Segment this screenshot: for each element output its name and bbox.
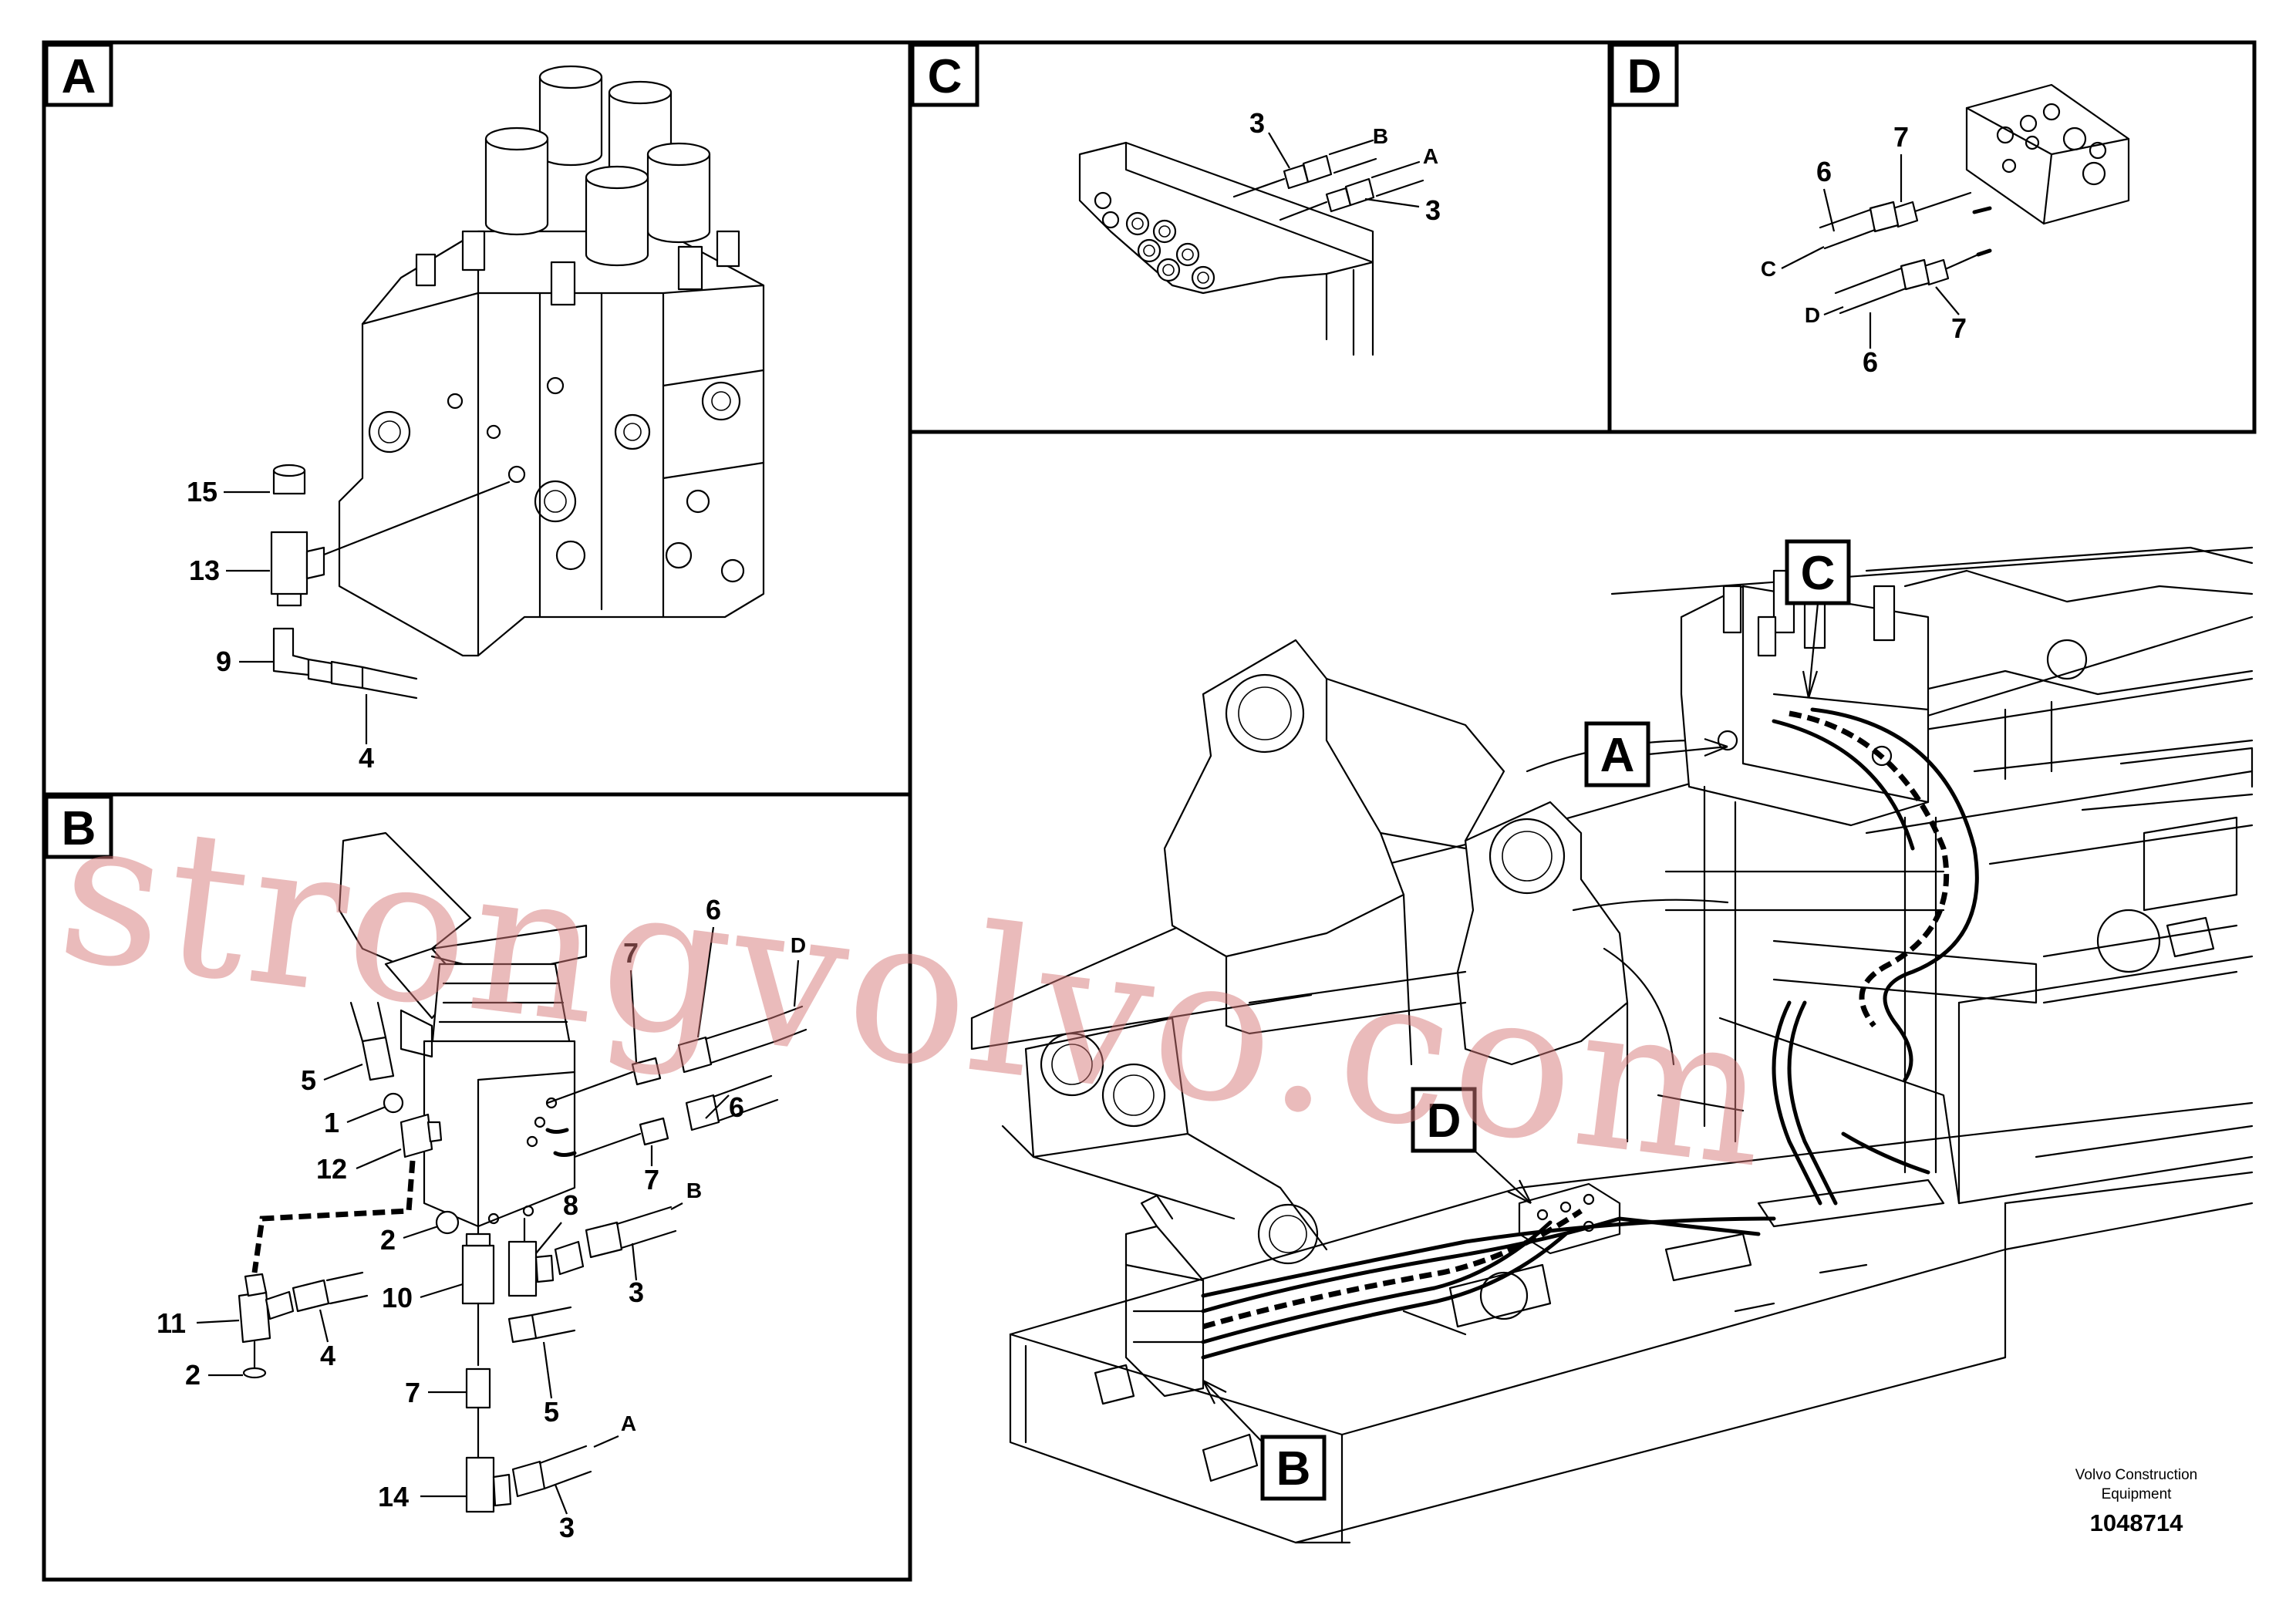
callout-b-2a: 2 — [380, 1224, 396, 1256]
callout-d-6b: 6 — [1863, 346, 1878, 378]
callout-b-2b: 2 — [185, 1359, 201, 1391]
callout-c-3b: 3 — [1425, 194, 1441, 226]
callout-c-ltr-a: A — [1423, 144, 1438, 168]
callout-b-7b: 7 — [644, 1164, 659, 1195]
overview-callout-b-text: B — [1276, 1442, 1311, 1496]
overview-callout-a-text: A — [1600, 729, 1635, 782]
callout-b-8: 8 — [563, 1189, 578, 1221]
panel-tag-d: D — [1610, 42, 1679, 107]
callout-b-6a: 6 — [706, 894, 721, 926]
callout-b-12: 12 — [316, 1153, 347, 1185]
callout-d-7a: 7 — [1893, 121, 1909, 153]
callout-d-6a: 6 — [1816, 156, 1832, 187]
callout-b-3a: 3 — [629, 1276, 644, 1308]
panel-tag-b-text: B — [62, 802, 96, 855]
callout-b-ltr-d: D — [791, 933, 806, 957]
callout-b-1: 1 — [324, 1107, 339, 1138]
callout-b-ltr-a: A — [621, 1411, 636, 1435]
overview-callout-c: C — [1785, 539, 1851, 699]
control-valve-drawing — [270, 65, 765, 700]
panel-b-frame — [42, 792, 912, 1582]
callout-b-5b: 5 — [544, 1396, 559, 1428]
callout-d-7b: 7 — [1951, 312, 1967, 344]
credit-line-1: Volvo Construction — [2075, 1467, 2197, 1483]
callout-a-9: 9 — [216, 646, 231, 677]
credit-line-2: Equipment — [2102, 1486, 2173, 1502]
panel-tag-c-text: C — [928, 50, 963, 103]
panel-d-frame — [1607, 40, 2257, 434]
overview-callout-d: D — [1411, 1087, 1532, 1204]
callout-b-4: 4 — [320, 1340, 335, 1371]
callout-b-10: 10 — [382, 1282, 413, 1313]
frame-overview-drawing — [970, 546, 2254, 1544]
callout-a-13: 13 — [189, 555, 220, 586]
callout-b-11: 11 — [157, 1307, 186, 1339]
pilot-valve-drawing — [238, 831, 807, 1513]
callout-c-3a: 3 — [1249, 107, 1265, 139]
panel-tag-a-text: A — [62, 50, 96, 103]
callout-b-5a: 5 — [301, 1064, 316, 1096]
callout-b-ltr-b: B — [686, 1179, 702, 1202]
callout-b-6b: 6 — [729, 1091, 744, 1123]
overview-callout-c-text: C — [1801, 547, 1836, 600]
callout-d-ltr-d: D — [1805, 303, 1820, 327]
overview-callout-a: A — [1584, 721, 1728, 787]
callout-b-7c: 7 — [405, 1377, 420, 1408]
callout-a-4: 4 — [359, 742, 374, 774]
callout-b-14: 14 — [378, 1481, 409, 1512]
panel-tag-b: B — [44, 794, 113, 859]
callout-b-3b: 3 — [559, 1512, 575, 1543]
panel-tag-c: C — [910, 42, 979, 107]
overview-callout-b: B — [1202, 1380, 1327, 1501]
callout-c-ltr-b: B — [1373, 124, 1388, 148]
bracket-drawing — [1078, 139, 1424, 356]
document-number: 1048714 — [2090, 1509, 2183, 1536]
callout-a-15: 15 — [187, 476, 217, 508]
panel-tag-a: A — [44, 42, 113, 107]
manifold-drawing — [1819, 83, 2130, 315]
callout-b-7a: 7 — [623, 937, 639, 969]
panel-tag-d-text: D — [1627, 50, 1662, 103]
overview-callout-d-text: D — [1427, 1094, 1462, 1148]
callout-d-ltr-c: C — [1761, 257, 1776, 281]
